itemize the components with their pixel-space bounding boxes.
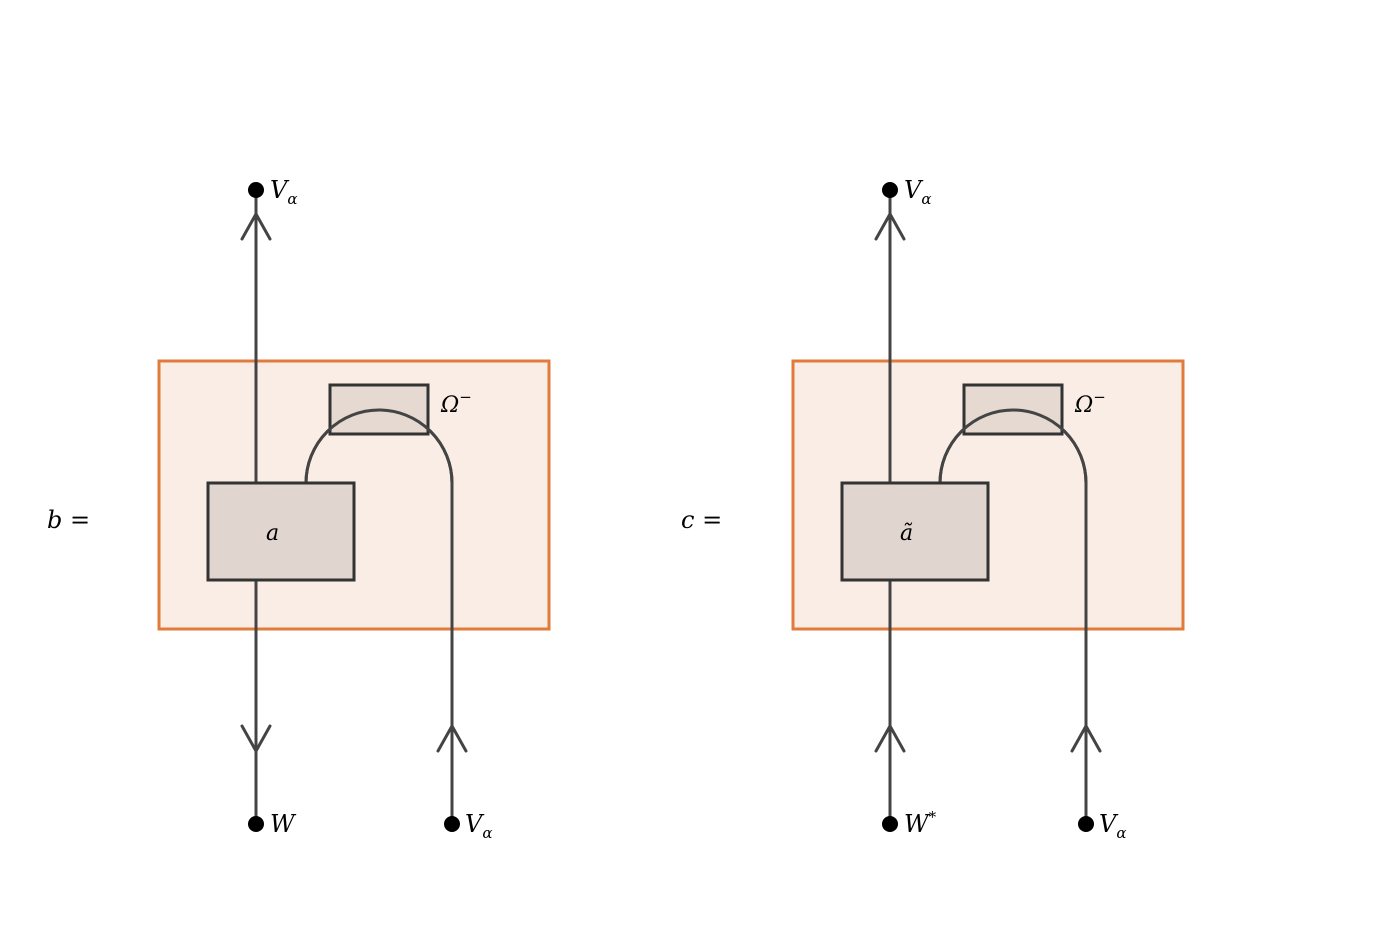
endpoint-dot [444,816,460,832]
cup-arc-over [304,408,454,485]
arrow-down-icon [240,724,272,753]
endpoint-dot [248,816,264,832]
equation-lhs-b: b = [47,506,90,534]
bottom-left-label: W* [904,808,937,838]
arrow-up-icon [874,212,906,241]
endpoint-dot [248,182,264,198]
cup-arc-over [938,408,1088,485]
arrow-up-icon [874,724,906,753]
morphism-box [840,481,990,582]
arrow-up-icon [1070,724,1102,753]
morphism-box [206,481,356,582]
top-label: Vα [270,176,297,208]
omega-label: Ω− [1074,388,1106,418]
morphism-label: a [266,521,279,546]
arrow-up-icon [240,212,272,241]
equation-lhs-c: c = [681,506,722,534]
omega-label: Ω− [440,388,472,418]
bottom-right-label: Vα [465,810,492,842]
arrow-up-icon [436,724,468,753]
morphism-label: ã [900,521,913,546]
bottom-left-label: W [270,810,297,838]
bottom-right-label: Vα [1099,810,1126,842]
endpoint-dot [1078,816,1094,832]
top-label: Vα [904,176,931,208]
endpoint-dot [882,182,898,198]
endpoint-dot [882,816,898,832]
